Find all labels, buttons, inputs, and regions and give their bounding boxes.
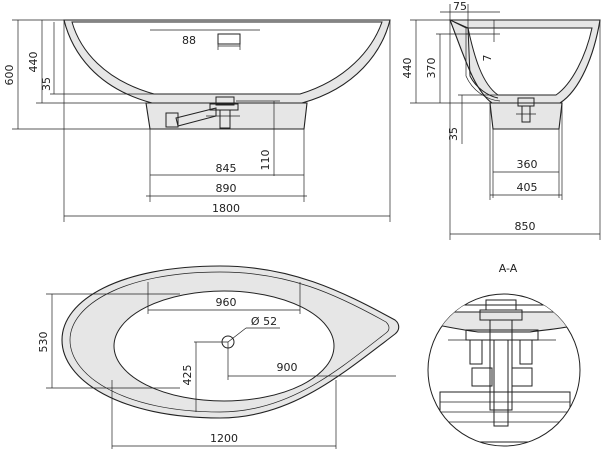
label-front-600: 600 xyxy=(3,65,16,86)
dim-front-1800 xyxy=(63,20,391,222)
top-tub-rim xyxy=(69,271,390,413)
dim-front-845 xyxy=(149,129,305,202)
label-top-530: 530 xyxy=(37,332,50,353)
front-view: 600 440 35 88 110 845 890 1800 xyxy=(3,19,391,222)
side-view: 75 7 440 370 35 360 405 850 xyxy=(401,0,601,240)
label-side-7: 7 xyxy=(481,55,494,62)
label-front-440: 440 xyxy=(27,52,40,73)
dim-top-1200 xyxy=(111,380,337,449)
label-side-35: 35 xyxy=(447,127,460,141)
label-front-1800: 1800 xyxy=(212,202,240,215)
label-top-1200: 1200 xyxy=(210,432,238,445)
dim-side-440 xyxy=(410,19,492,104)
dim-front-35 xyxy=(50,22,154,95)
label-top-960: 960 xyxy=(216,296,237,309)
section-detail: A-A xyxy=(427,262,581,447)
label-top-425: 425 xyxy=(181,365,194,386)
label-side-370: 370 xyxy=(425,58,438,79)
section-title: A-A xyxy=(499,262,518,275)
dim-side-360 xyxy=(492,129,560,198)
top-view: 960 530 Ø 52 425 900 1200 xyxy=(37,265,400,449)
dim-side-370 xyxy=(436,33,470,103)
dim-top-900 xyxy=(227,342,396,380)
label-top-900: 900 xyxy=(277,361,298,374)
side-tub-inner xyxy=(467,27,593,96)
dim-side-75 xyxy=(440,4,500,28)
dim-front-600 xyxy=(12,19,150,130)
label-front-890: 890 xyxy=(216,182,237,195)
dim-top-diameter xyxy=(227,327,280,343)
dim-top-425 xyxy=(194,341,228,412)
dim-top-960 xyxy=(147,282,301,314)
front-tub-inner xyxy=(71,21,383,95)
label-front-35: 35 xyxy=(40,77,53,91)
dim-front-88 xyxy=(217,40,241,50)
label-side-440: 440 xyxy=(401,58,414,79)
label-front-88: 88 xyxy=(182,34,196,47)
dim-side-35 xyxy=(458,94,498,144)
label-side-405: 405 xyxy=(517,181,538,194)
side-waste-fitting xyxy=(516,97,536,123)
dim-side-405 xyxy=(489,103,563,200)
dim-side-850 xyxy=(449,20,601,240)
label-top-diameter: Ø 52 xyxy=(251,315,277,328)
label-front-845: 845 xyxy=(216,162,237,175)
label-side-360: 360 xyxy=(517,158,538,171)
dim-front-110 xyxy=(236,100,280,176)
dim-side-7 xyxy=(466,20,500,42)
label-side-75: 75 xyxy=(453,0,467,13)
dim-front-440 xyxy=(36,20,152,104)
front-waste-fitting xyxy=(165,96,240,129)
section-circle xyxy=(427,293,581,447)
side-base xyxy=(489,102,563,130)
label-side-850: 850 xyxy=(515,220,536,233)
label-front-110: 110 xyxy=(259,150,272,171)
dim-top-530 xyxy=(46,293,180,389)
